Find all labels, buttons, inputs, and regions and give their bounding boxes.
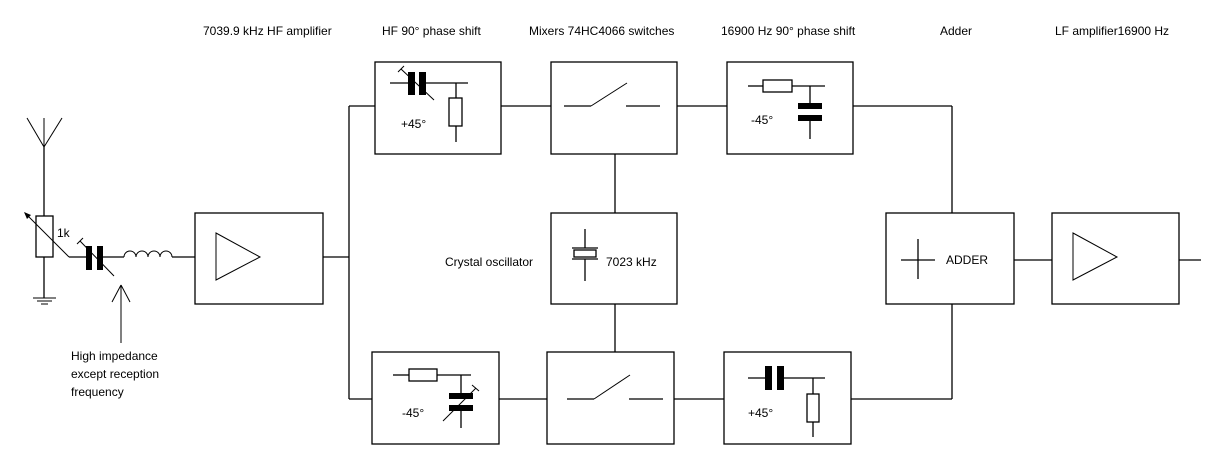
heading-hf-phase-shift: HF 90° phase shift	[382, 24, 482, 38]
antenna-icon	[26, 117, 63, 216]
heading-hf-amplifier: 7039.9 kHz HF amplifier	[203, 24, 332, 38]
resistor-icon	[806, 393, 820, 423]
hf-amplifier-block	[194, 212, 324, 305]
annotation-line-3: frequency	[71, 385, 124, 399]
hf-phase-shift-top-block	[374, 61, 502, 155]
adder-input-wiring	[851, 105, 953, 400]
adder-block	[885, 212, 1015, 305]
switch-icon	[593, 374, 631, 400]
lf-phase-shift-top-block	[726, 61, 854, 155]
adder-label: ADDER	[946, 253, 988, 267]
heading-adder: Adder	[940, 24, 972, 38]
hf-phase-shift-bottom-block	[371, 351, 500, 445]
potentiometer-value: 1k	[57, 226, 71, 240]
resistor-icon	[408, 368, 438, 382]
resistor-icon	[448, 97, 463, 127]
resistor-icon	[762, 79, 793, 93]
annotation-arrow-icon	[111, 284, 131, 343]
potentiometer-icon	[24, 212, 87, 258]
hf-phase-top-label: +45°	[401, 117, 426, 131]
annotation-line-1: High impedance	[71, 349, 158, 363]
heading-lf-phase-shift: 16900 Hz 90° phase shift	[721, 24, 856, 38]
heading-lf-amplifier: LF amplifier16900 Hz	[1055, 24, 1169, 38]
annotation-line-2: except reception	[71, 367, 159, 381]
amplifier-triangle-icon	[215, 232, 262, 281]
heading-mixers: Mixers 74HC4066 switches	[529, 24, 674, 38]
variable-capacitor-icon	[76, 237, 124, 277]
variable-capacitor-arrow-icon	[400, 68, 435, 101]
lf-phase-bottom-label: +45°	[748, 406, 773, 420]
mixer-top-block	[550, 61, 678, 155]
crystal-icon	[573, 249, 597, 258]
lf-amplifier-block	[1051, 212, 1201, 305]
amplifier-triangle-icon	[1072, 232, 1119, 281]
lf-phase-top-label: -45°	[751, 113, 773, 127]
crystal-oscillator-label: Crystal oscillator	[445, 255, 533, 269]
lf-phase-shift-bottom-block	[723, 351, 852, 445]
inductor-icon	[123, 250, 195, 258]
mixer-bottom-block	[546, 351, 675, 445]
hf-phase-bottom-label: -45°	[402, 406, 424, 420]
crystal-oscillator-block	[550, 154, 678, 352]
crystal-frequency: 7023 kHz	[606, 255, 657, 269]
switch-icon	[590, 82, 628, 107]
hf-split-wiring	[323, 105, 375, 400]
ground-icon	[33, 257, 56, 305]
